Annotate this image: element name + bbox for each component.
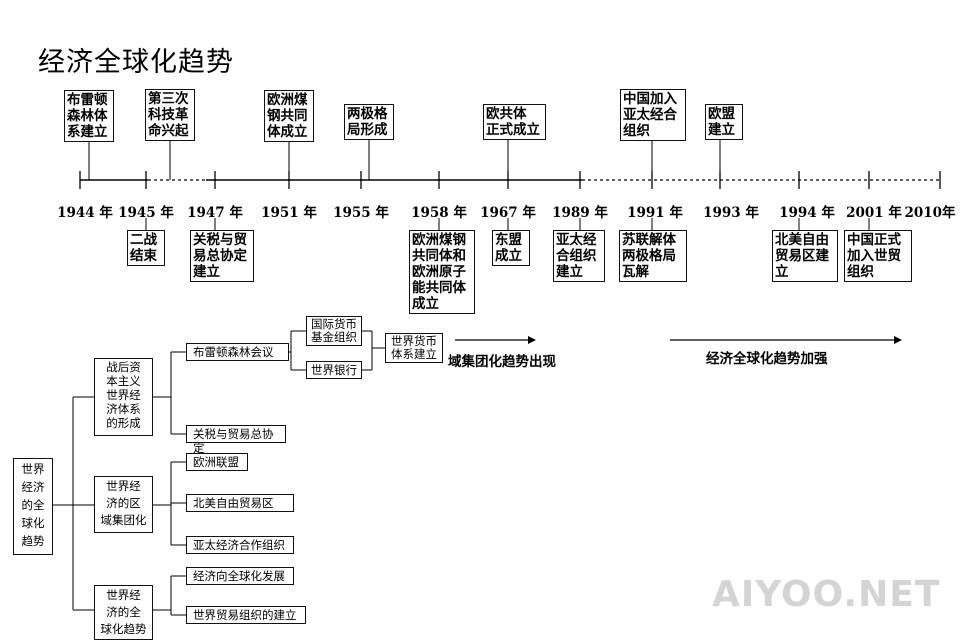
tree-branch-globalization: 世界经 济的全 球化趋势 <box>94 585 153 640</box>
regional-trend-label: 域集团化趋势出现 <box>448 354 556 370</box>
regional-trend-arrowhead <box>528 336 536 344</box>
lower-connectors <box>145 218 870 230</box>
event-eec-euratom-founded: 欧洲煤钢 共同体和 欧洲原子 能共同体 成立 <box>409 230 475 314</box>
year-label: 1993 年 <box>703 205 759 221</box>
tree-lines <box>53 330 385 616</box>
year-label: 2001 年 <box>846 205 902 221</box>
tree-branch-postwar-system: 战后资 本主义 世界经 济体系 的形成 <box>94 358 153 436</box>
tree-node-eu: 欧洲联盟 <box>186 453 248 471</box>
event-gatt-founded: 关税与贸 易总协定 建立 <box>190 230 254 282</box>
tree-node-gatt: 关税与贸易总协定 <box>186 425 286 455</box>
global-trend-label: 经济全球化趋势加强 <box>706 351 828 367</box>
event-eu-founded: 欧盟 建立 <box>705 104 743 140</box>
tree-branch-regionalization: 世界经 济的区 域集团化 <box>94 476 153 533</box>
tree-node-apec: 亚太经济合作组织 <box>186 536 294 554</box>
year-label: 2010年 <box>904 205 956 221</box>
event-apec-founded: 亚太经 合组织 建立 <box>553 230 605 282</box>
event-bretton-woods: 布雷顿 森林体 系建立 <box>64 90 114 142</box>
event-china-joins-wto: 中国正式 加入世贸 组织 <box>844 230 912 282</box>
event-ussr-dissolution: 苏联解体 两极格局 瓦解 <box>619 230 687 282</box>
tree-node-world-bank: 世界银行 <box>306 361 362 379</box>
year-label: 1967 年 <box>480 205 536 221</box>
year-label: 1944 年 <box>57 205 113 221</box>
tree-node-bretton-woods-conference: 布雷顿森林会议 <box>186 343 289 361</box>
event-bipolar-formed: 两极格 局形成 <box>344 104 394 140</box>
year-label: 1958 年 <box>411 205 467 221</box>
year-label: 1989 年 <box>552 205 608 221</box>
year-label: 1991 年 <box>627 205 683 221</box>
watermark: AIYOO.NET <box>712 574 941 615</box>
tree-root: 世界 经济 的全 球化 趋势 <box>13 458 53 555</box>
event-nafta-founded: 北美自由 贸易区建 立 <box>772 230 838 282</box>
year-label: 1947 年 <box>187 205 243 221</box>
year-label: 1994 年 <box>779 205 835 221</box>
event-ec-founded: 欧共体 正式成立 <box>483 104 546 140</box>
event-ecsc-founded: 欧洲煤 钢共同 体成立 <box>264 90 314 142</box>
year-label: 1945 年 <box>118 205 174 221</box>
event-china-joins-apec: 中国加入 亚太经合 组织 <box>620 89 686 141</box>
tree-node-wto-founded: 世界贸易组织的建立 <box>186 606 306 624</box>
global-trend-arrowhead <box>894 336 902 344</box>
tree-node-economic-globalization: 经济向全球化发展 <box>186 567 294 585</box>
event-third-tech-revolution: 第三次 科技革 命兴起 <box>145 89 195 141</box>
upper-connectors <box>88 138 721 180</box>
event-asean-founded: 东盟 成立 <box>492 230 530 266</box>
tree-node-nafta: 北美自由贸易区 <box>186 494 294 512</box>
tree-node-monetary-system: 世界货币 体系建立 <box>385 333 443 363</box>
year-label: 1955 年 <box>333 205 389 221</box>
year-label: 1951 年 <box>261 205 317 221</box>
tree-node-imf: 国际货币 基金组织 <box>306 316 362 346</box>
page-title: 经济全球化趋势 <box>38 47 234 78</box>
event-wwii-end: 二战 结束 <box>127 230 165 266</box>
